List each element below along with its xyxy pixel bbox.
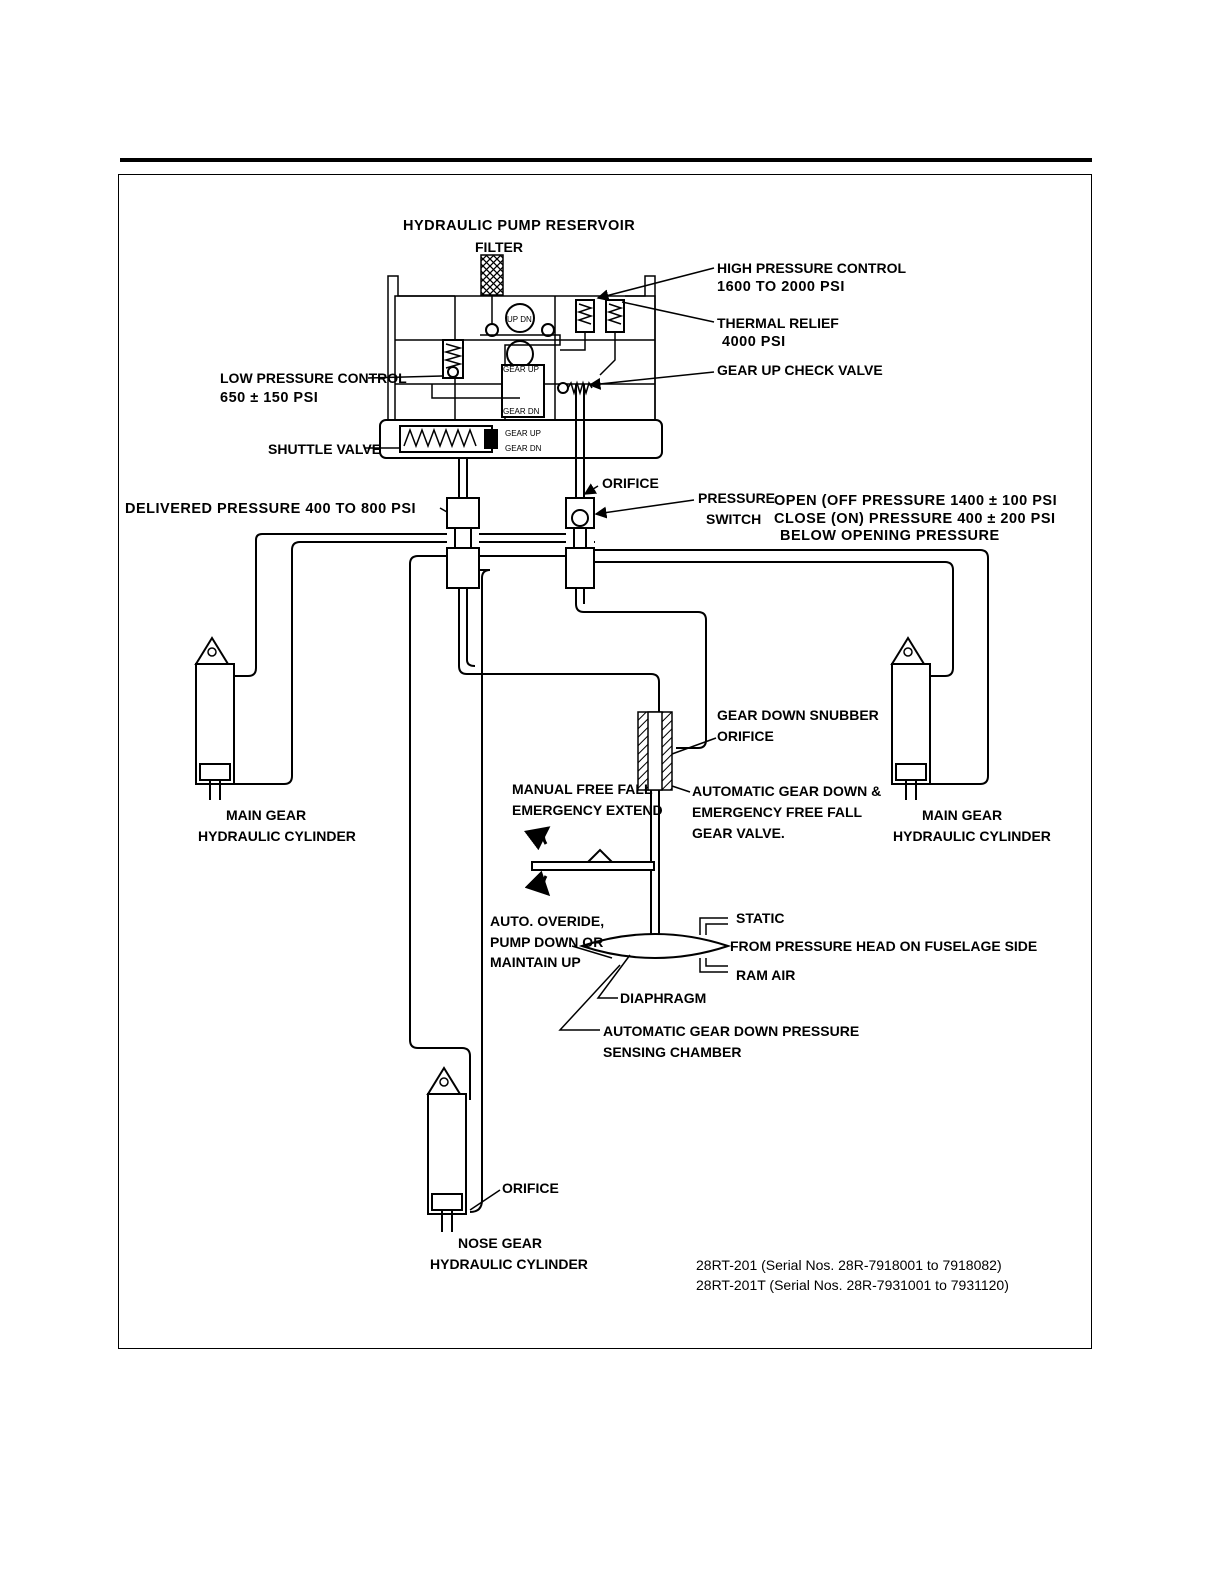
updn-selector	[505, 303, 535, 333]
label-emergency-free-fall: EMERGENCY FREE FALL	[692, 804, 863, 820]
valve-blocks	[446, 497, 595, 589]
gear-down-valve	[524, 711, 673, 938]
label-orifice-top: ORIFICE	[602, 475, 659, 491]
label-ram-air: RAM AIR	[736, 967, 795, 983]
label-emergency-extend: EMERGENCY EXTEND	[512, 802, 663, 818]
label-gear-dn-small: GEAR DN	[505, 444, 542, 453]
label-sensing-2: SENSING CHAMBER	[603, 1044, 741, 1060]
label-reservoir: HYDRAULIC PUMP RESERVOIR	[403, 218, 635, 234]
label-static: STATIC	[736, 910, 784, 926]
label-main-gear-right: MAIN GEAR	[922, 807, 1002, 823]
label-filter: FILTER	[475, 239, 523, 255]
label-manual-free-fall: MANUAL FREE FALL	[512, 781, 653, 797]
page-top-rule	[120, 158, 1092, 162]
label-orifice-nose: ORIFICE	[502, 1180, 559, 1196]
pressure-sensing-chamber	[578, 917, 732, 973]
label-low-pressure-psi: 650 ± 150 PSI	[220, 390, 318, 406]
label-main-gear-right-cyl: HYDRAULIC CYLINDER	[893, 828, 1051, 844]
label-gear-dn-inner: GEAR DN	[503, 407, 540, 416]
filter-element	[480, 254, 504, 296]
label-thermal-relief: THERMAL RELIEF	[717, 315, 839, 331]
labels: HYDRAULIC PUMP RESERVOIR FILTER HIGH PRE…	[125, 218, 1057, 1293]
label-serial-1: 28RT-201 (Serial Nos. 28R-7918001 to 791…	[696, 1257, 1002, 1273]
leader-lines	[364, 267, 717, 1211]
label-nose-gear-cyl: HYDRAULIC CYLINDER	[430, 1256, 588, 1272]
label-open-off: OPEN (OFF PRESSURE 1400 ± 100 PSI	[774, 493, 1057, 509]
label-serial-2: 28RT-201T (Serial Nos. 28R-7931001 to 79…	[696, 1277, 1009, 1293]
label-main-gear-left-cyl: HYDRAULIC CYLINDER	[198, 828, 356, 844]
label-pressure-switch-2: SWITCH	[706, 511, 761, 527]
label-pressure-switch-1: PRESSURE	[698, 490, 775, 506]
label-override-1: AUTO. OVERIDE,	[490, 913, 604, 929]
label-updn: UP DN	[507, 315, 532, 324]
label-gear-up-check: GEAR UP CHECK VALVE	[717, 362, 883, 378]
label-below-opening: BELOW OPENING PRESSURE	[780, 528, 1000, 544]
left-main-gear-cylinder	[194, 636, 235, 800]
label-low-pressure: LOW PRESSURE CONTROL	[220, 370, 407, 386]
label-thermal-psi: 4000 PSI	[722, 334, 786, 350]
pump-reservoir	[379, 254, 663, 498]
label-pressure-head: FROM PRESSURE HEAD ON FUSELAGE SIDE	[730, 938, 1037, 954]
label-gear-up-small: GEAR UP	[505, 429, 541, 438]
label-auto-gear-down: AUTOMATIC GEAR DOWN &	[692, 783, 881, 799]
hydraulic-lines	[234, 533, 989, 1213]
label-close-on: CLOSE (ON) PRESSURE 400 ± 200 PSI	[774, 511, 1056, 527]
label-high-pressure: HIGH PRESSURE CONTROL	[717, 260, 906, 276]
label-gear-valve: GEAR VALVE.	[692, 825, 785, 841]
label-main-gear-left: MAIN GEAR	[226, 807, 306, 823]
label-shuttle-valve: SHUTTLE VALVE	[268, 441, 381, 457]
figure-frame	[118, 174, 1092, 1349]
label-override-2: PUMP DOWN OR	[490, 934, 603, 950]
right-main-gear-cylinder	[890, 636, 931, 800]
label-snubber: GEAR DOWN SNUBBER	[717, 707, 879, 723]
nose-gear-cylinder	[426, 1066, 467, 1232]
label-sensing-1: AUTOMATIC GEAR DOWN PRESSURE	[603, 1023, 859, 1039]
label-delivered-pressure: DELIVERED PRESSURE 400 TO 800 PSI	[125, 501, 416, 517]
label-snubber-orifice: ORIFICE	[717, 728, 774, 744]
label-high-pressure-psi: 1600 TO 2000 PSI	[717, 279, 845, 295]
label-gear-up-inner: GEAR UP	[503, 365, 539, 374]
label-override-3: MAINTAIN UP	[490, 954, 581, 970]
pressure-switch	[571, 509, 589, 527]
label-nose-gear: NOSE GEAR	[458, 1235, 542, 1251]
label-diaphragm: DIAPHRAGM	[620, 990, 706, 1006]
